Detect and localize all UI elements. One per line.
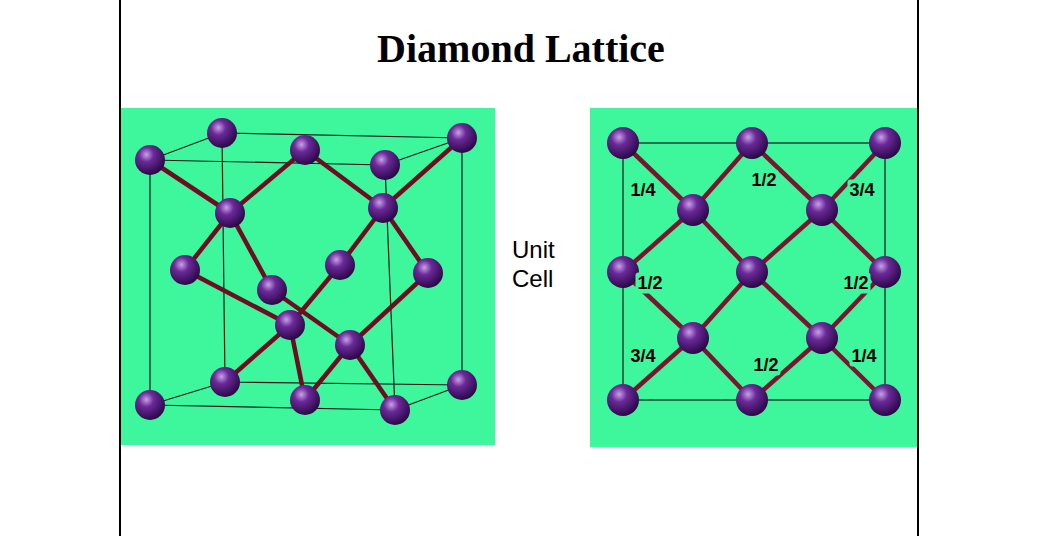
coordinate-label: 1/4: [628, 180, 657, 201]
atom: [869, 384, 901, 416]
panel-ground: [121, 108, 495, 445]
atom: [736, 256, 768, 288]
atom: [677, 322, 709, 354]
cube-outline: [150, 133, 462, 410]
atom: [677, 194, 709, 226]
atom: [736, 127, 768, 159]
atom: [869, 256, 901, 288]
atom: [335, 330, 365, 360]
atom: [135, 145, 165, 175]
atom: [607, 127, 639, 159]
atom: [607, 384, 639, 416]
atom: [290, 385, 320, 415]
atom: [447, 123, 477, 153]
atom: [257, 275, 287, 305]
atom: [380, 395, 410, 425]
frame-line: [119, 0, 121, 536]
atom: [736, 384, 768, 416]
atom: [370, 150, 400, 180]
atom: [413, 258, 443, 288]
coordinate-label: 3/4: [628, 346, 657, 367]
atom: [806, 322, 838, 354]
frame-line: [917, 0, 919, 536]
atom: [207, 118, 237, 148]
coordinate-label: 1/2: [749, 170, 778, 191]
atom: [447, 370, 477, 400]
atom: [275, 310, 305, 340]
panel-ground: [590, 108, 917, 447]
bond-lines: [150, 138, 462, 410]
atom: [210, 367, 240, 397]
atom: [170, 255, 200, 285]
bond-lines: [623, 143, 885, 400]
coordinate-label: 1/2: [635, 273, 664, 294]
atom: [607, 256, 639, 288]
atom: [290, 135, 320, 165]
atom: [806, 194, 838, 226]
coordinate-label: 3/4: [847, 180, 876, 201]
atom: [215, 198, 245, 228]
atom: [869, 127, 901, 159]
atom: [135, 390, 165, 420]
coordinate-label: 1/2: [751, 355, 780, 376]
atom: [325, 250, 355, 280]
coordinate-label: 1/4: [849, 346, 878, 367]
cell-outline: [623, 143, 885, 400]
atom: [368, 193, 398, 223]
panel-label: Unit Cell: [512, 236, 582, 294]
diagram-title: Diamond Lattice: [377, 25, 665, 72]
coordinate-label: 1/2: [841, 273, 870, 294]
